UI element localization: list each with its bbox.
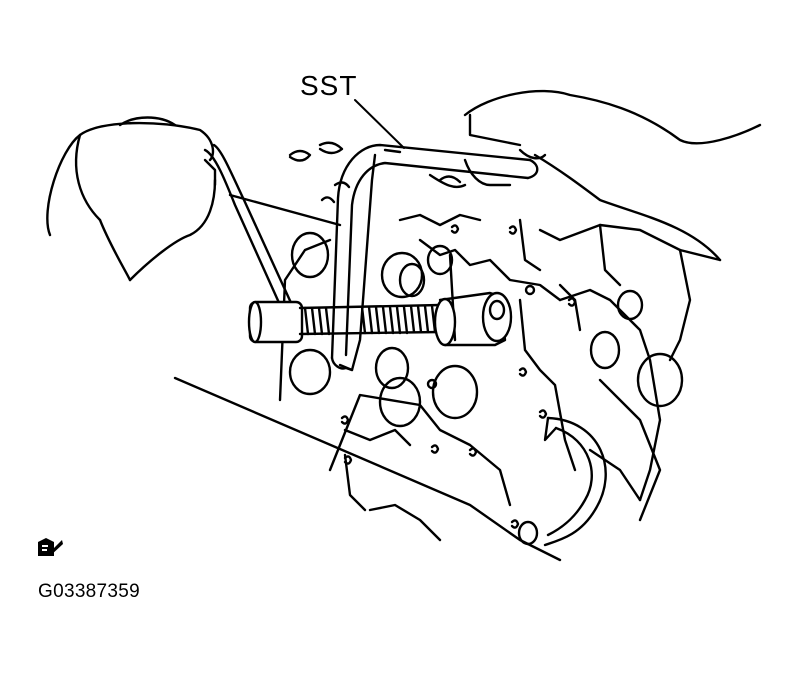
sst-label: SST: [300, 70, 358, 101]
cylinder-head: [173, 141, 722, 562]
pencil-note-icon: [38, 538, 63, 556]
figure-id: G03387359: [38, 581, 141, 602]
sst-frame: [298, 143, 539, 372]
sst-leader-line: [354, 99, 405, 149]
right-hand: [428, 89, 762, 262]
left-hand: [46, 116, 217, 282]
crank-handle: [203, 143, 304, 344]
